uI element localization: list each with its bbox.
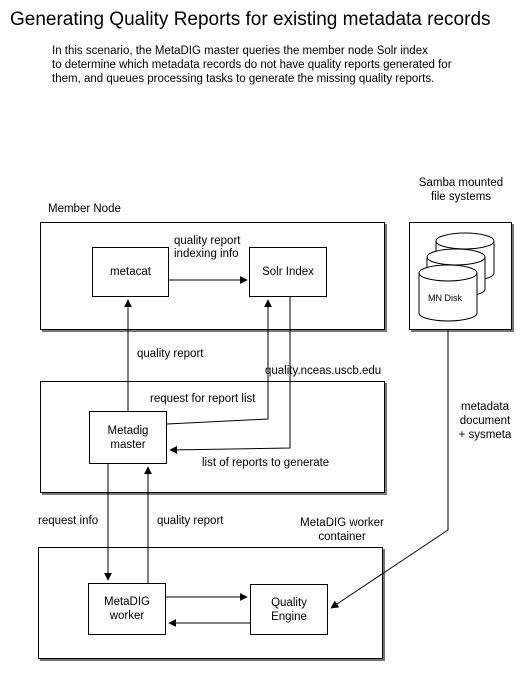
intro-line: them, and queues processing tasks to gen… xyxy=(52,73,435,85)
worker-container-label-line: MetaDIG worker xyxy=(300,517,384,529)
edge-label-indexing: quality report indexing info xyxy=(174,235,240,261)
edge-label-line: quality report xyxy=(174,235,241,247)
edge-label-line: indexing info xyxy=(174,248,239,260)
mn-disk-icon xyxy=(418,232,495,322)
solr-index-label: Solr Index xyxy=(262,266,314,278)
metadig-worker-node: MetaDIG worker xyxy=(88,583,166,635)
engine-label-line: Quality xyxy=(271,596,307,609)
worker-label-line: MetaDIG xyxy=(103,596,150,608)
edge-label-list-to-generate: list of reports to generate xyxy=(202,457,330,469)
edge-label-line: document xyxy=(459,415,511,427)
samba-label-line: Samba mounted xyxy=(418,177,504,189)
metacat-label: metacat xyxy=(110,266,151,278)
worker-container-label-line: container xyxy=(318,531,366,543)
edge-label-request-info: request info xyxy=(38,515,99,527)
edge-label-line: + sysmeta xyxy=(458,429,512,441)
page-title: Generating Quality Reports for existing … xyxy=(10,9,491,30)
master-label-line: Metadig xyxy=(107,424,149,437)
edge-label-line: metadata xyxy=(461,401,509,413)
edge-label-request-report-list: request for report list xyxy=(150,393,256,405)
edge-label-quality-report-worker: quality report xyxy=(157,515,224,527)
metadig-master-node: Metadig master xyxy=(89,411,167,464)
solr-index-node: Solr Index xyxy=(249,247,327,297)
edge-disk-to-engine xyxy=(330,330,449,609)
samba-label-line: file systems xyxy=(430,191,492,203)
edge-label-metadata: metadata document + sysmeta xyxy=(450,400,520,442)
worker-container-label: MetaDIG worker container xyxy=(286,516,398,544)
samba-label: Samba mounted file systems xyxy=(398,176,524,204)
engine-label-line: Engine xyxy=(271,610,307,623)
mn-disk-label: MN Disk xyxy=(428,293,462,303)
edge-solr-to-master xyxy=(169,297,291,454)
intro-line: to determine which metadata records do n… xyxy=(52,59,452,71)
member-node-label: Member Node xyxy=(48,203,121,215)
worker-label-line: worker xyxy=(109,610,145,622)
intro-text: In this scenario, the MetaDIG master que… xyxy=(52,44,492,86)
intro-line: In this scenario, the MetaDIG master que… xyxy=(52,45,428,57)
metacat-node: metacat xyxy=(92,247,169,297)
edge-label-quality-report: quality report xyxy=(137,348,204,360)
edge-master-to-solr xyxy=(166,299,272,425)
master-label-line: master xyxy=(110,438,146,451)
quality-engine-node: Quality Engine xyxy=(250,584,328,635)
quality-host-label: quality.nceas.uscb.edu xyxy=(265,365,382,377)
